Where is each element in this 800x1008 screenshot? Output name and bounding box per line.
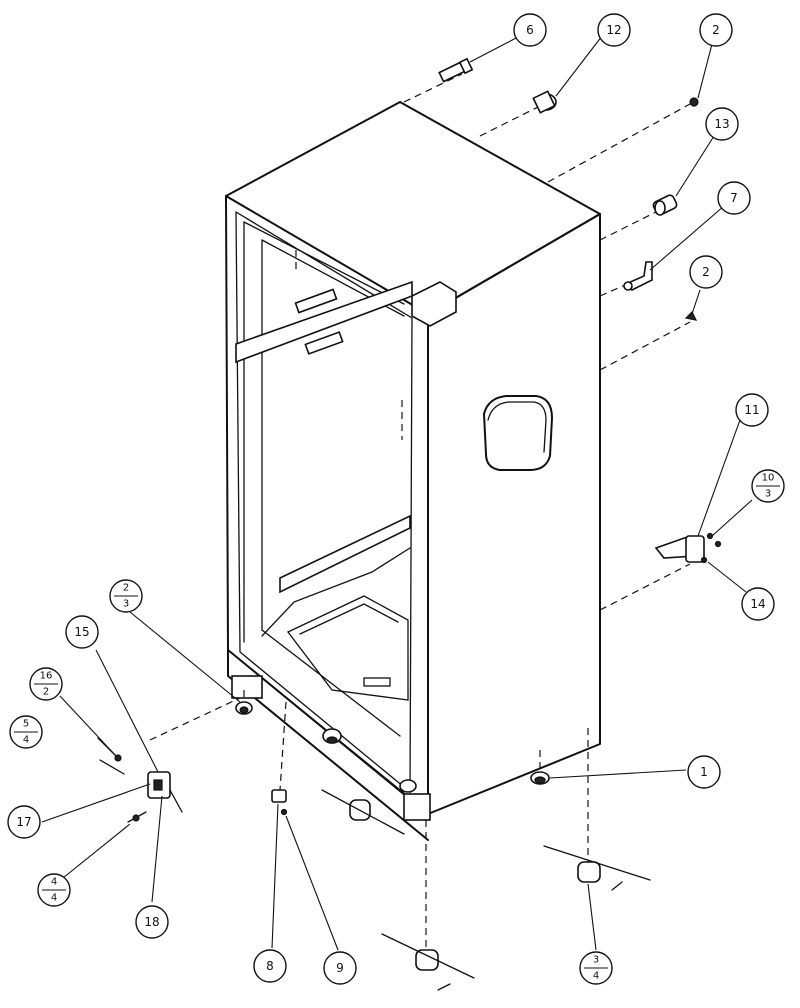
bottom-roller-front	[381, 933, 475, 991]
callout-16-2: 16 2	[29, 667, 63, 701]
parts	[97, 57, 722, 991]
callout-7: 7	[717, 181, 751, 215]
callout-15: 15	[65, 615, 99, 649]
callout-2-top: 2	[699, 13, 733, 47]
callout-13: 13	[705, 107, 739, 141]
bottom-roller-center	[321, 779, 417, 835]
callout-18: 18	[135, 905, 169, 939]
callout-17-label: 17	[16, 815, 31, 829]
callout-11-label: 11	[744, 403, 759, 417]
callout-2-3-den: 3	[123, 599, 129, 610]
callout-13-label: 13	[714, 117, 729, 131]
part-17-hinge-bracket	[147, 771, 183, 813]
callout-1-label: 1	[700, 765, 708, 779]
callout-1: 1	[687, 755, 721, 789]
callout-6: 6	[513, 13, 547, 47]
bottom-roller-right	[543, 845, 651, 891]
callout-10-3: 10 3	[751, 469, 785, 503]
callout-10-3-den: 3	[765, 489, 771, 500]
part-12-plug	[532, 90, 557, 114]
part-2-screw-top	[689, 97, 699, 107]
part-13-cap	[652, 194, 678, 216]
callout-8-label: 8	[266, 959, 274, 973]
callout-3-4-num: 3	[593, 955, 599, 966]
callout-18-label: 18	[144, 915, 159, 929]
part-1-glide	[530, 771, 550, 785]
part-2-screw-side	[684, 310, 698, 321]
callout-4-4-den: 4	[51, 893, 57, 904]
callout-2-side-label: 2	[702, 265, 710, 279]
callout-3-4-den: 4	[593, 971, 599, 982]
cabinet-body	[225, 101, 601, 841]
callout-12-label: 12	[606, 23, 621, 37]
callout-16-2-den: 2	[43, 687, 49, 698]
callout-14-label: 14	[750, 597, 765, 611]
callout-12: 12	[597, 13, 631, 47]
callout-5-4-den: 4	[23, 735, 29, 746]
callout-5-4-num: 5	[23, 719, 29, 730]
installation-lines	[149, 73, 691, 950]
bottom-glide-left	[322, 728, 342, 744]
callout-2-side: 2	[689, 255, 723, 289]
part-9-screw	[280, 808, 288, 816]
part-4-screw	[132, 814, 140, 822]
callout-7-label: 7	[730, 191, 738, 205]
callout-15-label: 15	[74, 625, 89, 639]
callout-2-top-label: 2	[712, 23, 720, 37]
callout-2-3: 2 3	[109, 579, 143, 613]
callout-17: 17	[7, 805, 41, 839]
leader-lines	[41, 35, 753, 951]
part-6-bolt	[438, 57, 474, 83]
callout-5-4: 5 4	[9, 715, 43, 749]
callout-6-label: 6	[526, 23, 534, 37]
callout-9: 9	[323, 951, 357, 985]
callout-14: 14	[741, 587, 775, 621]
callout-2-3-num: 2	[123, 583, 129, 594]
callout-8: 8	[253, 949, 287, 983]
callout-3-4: 3 4	[579, 951, 613, 985]
callout-9-label: 9	[336, 961, 344, 975]
part-7-hook	[623, 261, 653, 291]
callout-4-4-num: 4	[51, 877, 57, 888]
callouts: 6 12 2 13 7 2 11 10 3	[7, 13, 785, 985]
callout-4-4: 4 4	[37, 873, 71, 907]
callout-11: 11	[735, 393, 769, 427]
callout-16-2-num: 16	[40, 671, 53, 682]
part-2-3-glide	[235, 701, 253, 715]
callout-10-3-num: 10	[762, 473, 775, 484]
part-8-clip	[271, 789, 287, 803]
part-11-handle-assembly	[654, 532, 722, 564]
part-16-screw	[114, 754, 122, 762]
